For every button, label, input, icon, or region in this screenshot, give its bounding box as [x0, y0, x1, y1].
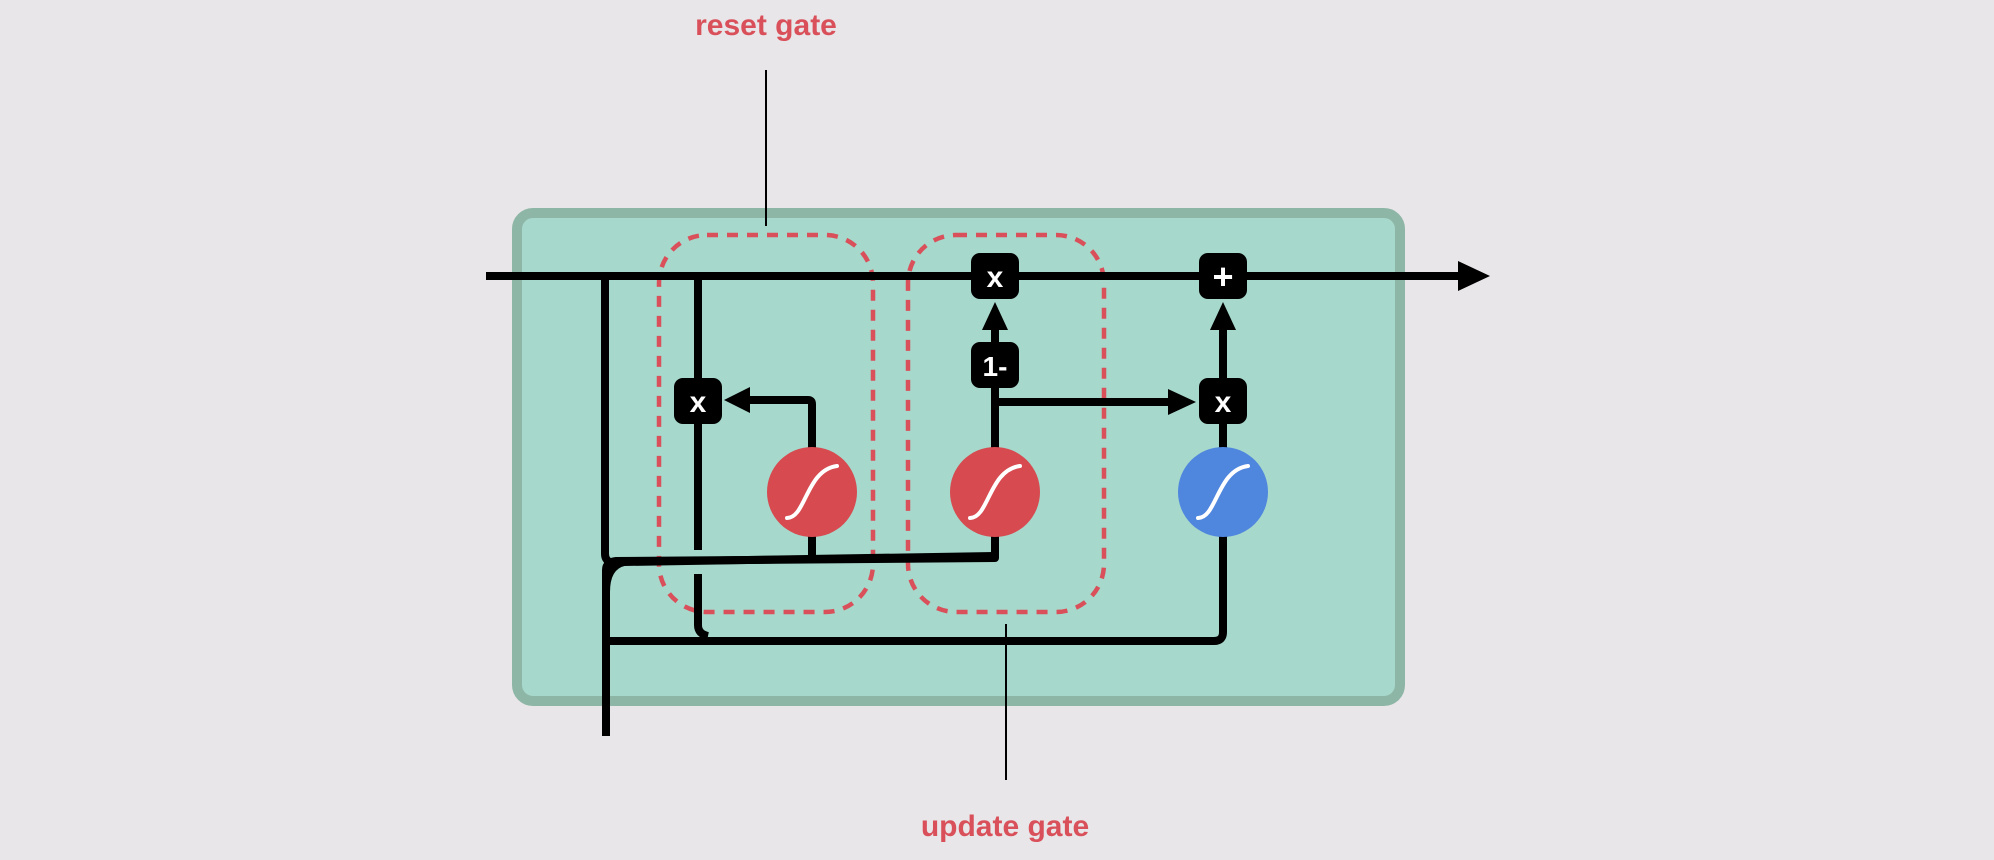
- hidden-state-branch-line: [601, 276, 615, 567]
- hidden-state-output-arrow: [1458, 261, 1490, 291]
- reset-multiply-symbol: x: [690, 386, 707, 419]
- update-to-output-multiply-arrow: [1168, 389, 1196, 415]
- update-multiply-node: x: [971, 253, 1019, 299]
- input-to-tanh-line: [606, 530, 1227, 645]
- reset-sigmoid-to-multiply-line: [738, 396, 816, 450]
- sigmoid-curve-icon: [785, 464, 839, 520]
- output-multiply-symbol: x: [1215, 386, 1232, 419]
- update-gate-label: update gate: [921, 810, 1089, 843]
- gru-cell-body: [512, 208, 1405, 706]
- tanh-curve-icon: [1196, 464, 1250, 520]
- sigmoid-curve-icon: [968, 464, 1022, 520]
- reset-branch-to-tanh-line: [694, 574, 709, 640]
- reset-multiply-node: x: [674, 378, 722, 424]
- reset-multiply-arrow: [724, 387, 750, 413]
- candidate-tanh-node: [1178, 447, 1268, 537]
- update-gate-outline: [905, 232, 1107, 615]
- reset-sigmoid-node: [767, 447, 857, 537]
- one-minus-arrow: [982, 302, 1008, 330]
- reset-gate-outline: [656, 232, 876, 615]
- reset-gate-label: reset gate: [695, 9, 837, 42]
- update-multiply-symbol: x: [987, 261, 1004, 294]
- add-symbol: +: [1212, 256, 1233, 297]
- add-node: +: [1199, 253, 1247, 299]
- update-sigmoid-node: [950, 447, 1040, 537]
- one-minus-node: 1-: [971, 342, 1019, 388]
- add-input-arrow: [1210, 302, 1236, 330]
- output-multiply-node: x: [1199, 378, 1247, 424]
- one-minus-symbol: 1-: [983, 351, 1008, 382]
